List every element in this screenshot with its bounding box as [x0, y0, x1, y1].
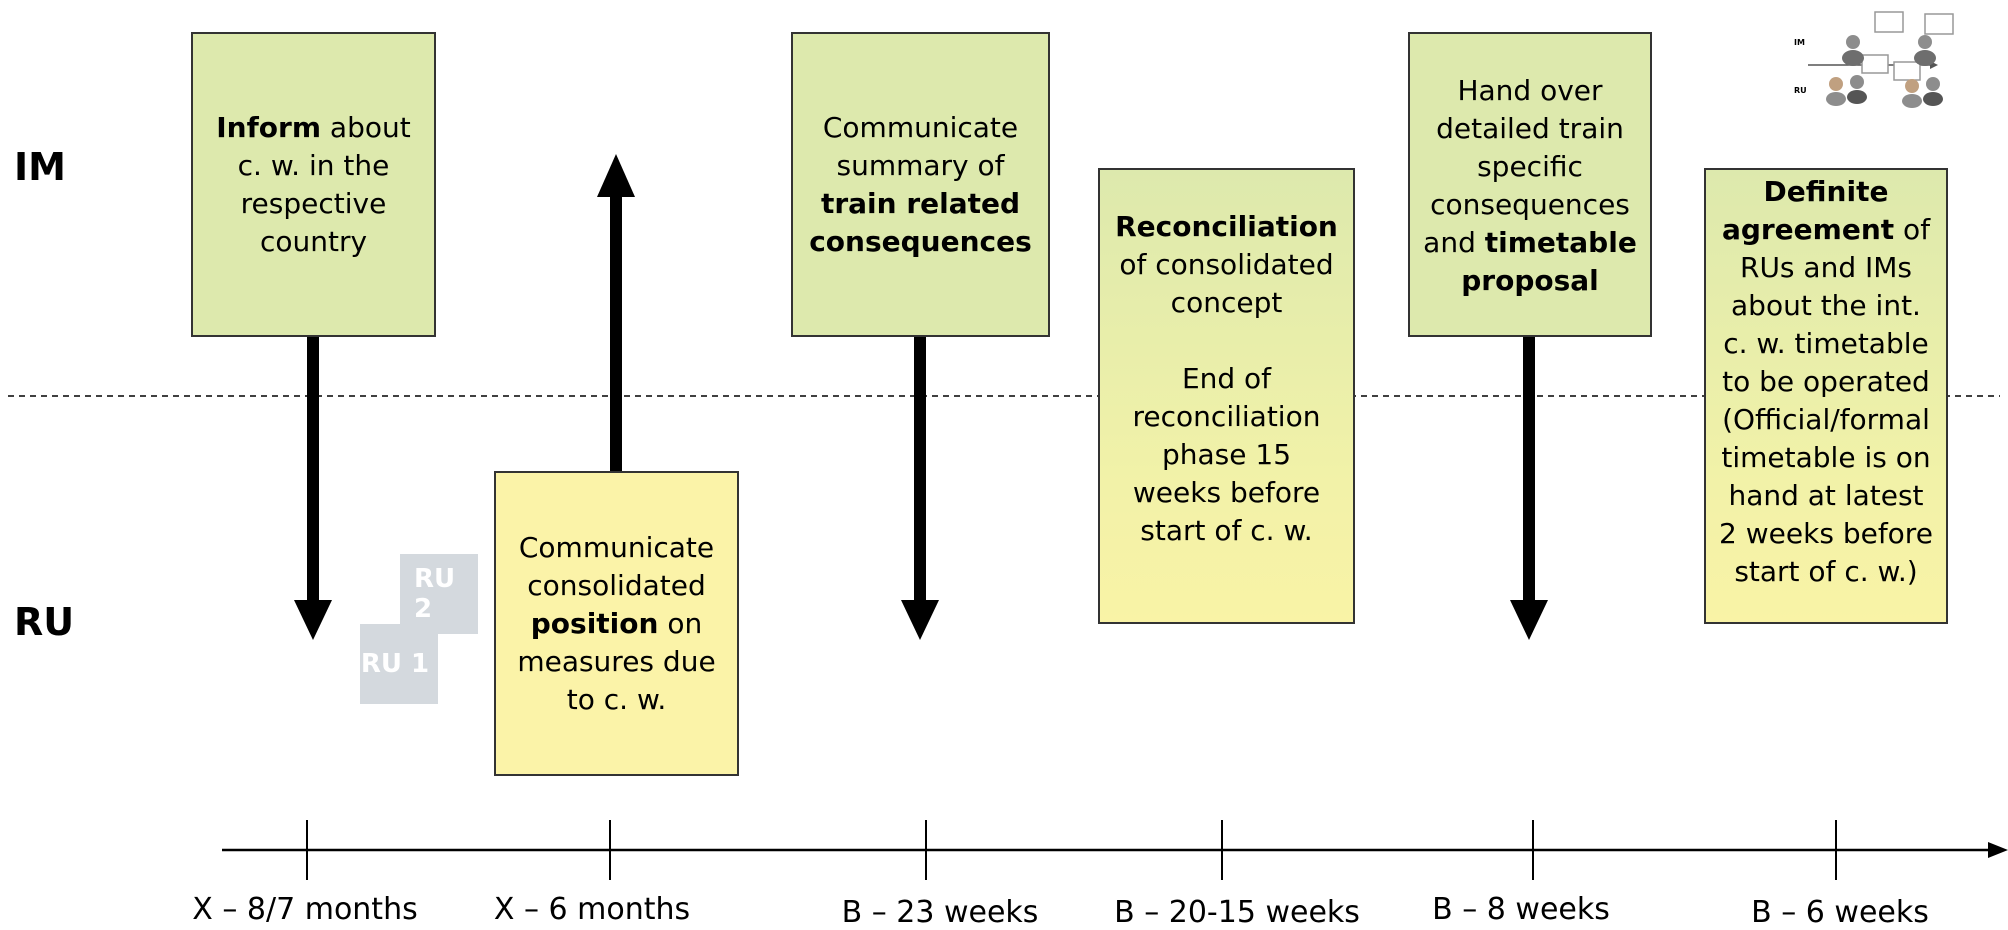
timeline-label-2: X – 6 months — [493, 892, 691, 927]
step4-bold: Reconciliation — [1115, 210, 1338, 243]
step1-text: about c. w. in the respective country — [237, 110, 411, 258]
lane-label-im: IM — [14, 145, 66, 189]
arrow-down-3-head — [901, 600, 939, 640]
step1-bold: Inform — [216, 110, 322, 144]
step2-text-post: on measures due to c. w. — [517, 606, 716, 716]
ru1-icon: RU 1 — [360, 624, 438, 704]
timeline-label-6: B – 6 weeks — [1751, 895, 1929, 930]
step2-bold: position — [530, 606, 659, 640]
arrow-down-1-head — [294, 600, 332, 640]
timeline-label-3: B – 23 weeks — [841, 895, 1039, 930]
step-box-summary: Communicate summary of train related con… — [791, 32, 1050, 337]
logo-ru-label: RU — [1794, 86, 1807, 95]
timeline-label-1: X – 8/7 months — [192, 892, 418, 927]
step6-bold: Definite agreement — [1721, 175, 1895, 246]
step5-text: Hand over detailed train specific conseq… — [1423, 74, 1630, 259]
step-box-handover: Hand over detailed train specific conseq… — [1408, 32, 1652, 337]
step2-text-pre: Communicate consolidated — [518, 530, 715, 602]
step4-note: End of reconciliation phase 15 weeks bef… — [1132, 362, 1321, 547]
step4-text: of consolidated concept — [1119, 248, 1334, 319]
step5-bold: timetable proposal — [1461, 226, 1637, 297]
ru1-label: RU 1 — [360, 649, 430, 679]
lane-label-ru: RU — [14, 600, 75, 644]
step3-text: Communicate summary of — [822, 110, 1019, 182]
step-box-position: Communicate consolidated position on mea… — [494, 471, 739, 776]
step6-text: of RUs and IMs about the int. c. w. time… — [1719, 213, 1933, 588]
timeline-arrow-head — [1988, 842, 2008, 858]
step3-bold: train related consequences — [809, 186, 1032, 258]
ru2-icon: RU 2 — [400, 554, 478, 634]
step-box-reconciliation: Reconciliation of consolidated concept E… — [1098, 168, 1355, 624]
timeline-label-5: B – 8 weeks — [1432, 892, 1610, 927]
ru2-label: RU 2 — [414, 564, 456, 624]
step-box-inform: Inform about c. w. in the respective cou… — [191, 32, 436, 337]
step-box-agreement: Definite agreement of RUs and IMs about … — [1704, 168, 1948, 624]
timeline-label-4: B – 20-15 weeks — [1114, 895, 1360, 930]
logo-im-label: IM — [1794, 38, 1805, 47]
arrow-up-2-head — [597, 154, 635, 197]
arrow-down-5-head — [1510, 600, 1548, 640]
